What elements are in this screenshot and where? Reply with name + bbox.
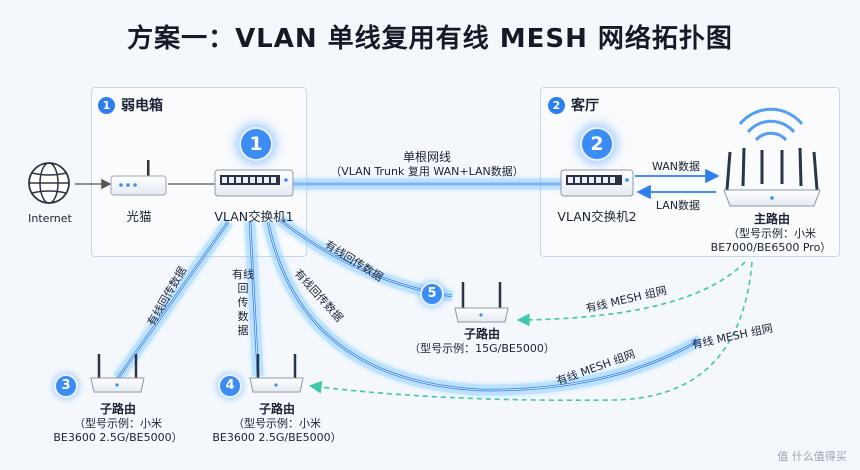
main-router-icon [723,107,821,207]
sub3-model-1: （型号示例：小米 [74,417,162,430]
sub5-model: （型号示例：15G/BE5000） [409,342,555,355]
globe-icon [28,162,70,204]
zone-title-2: 客厅 [571,98,599,114]
switch1-badge: 1 [239,127,273,161]
switch2-badge: 2 [580,127,614,161]
modem-label: 光猫 [126,209,152,224]
switch2-label: VLAN交换机2 [557,209,637,224]
main-router-model-1: （型号示例：小米 [728,227,816,240]
mesh-label-wide-2: 有线 MESH 组网 [690,321,774,352]
main-router-label: 主路由 [753,212,790,226]
sub4-label: 子路由 [258,402,295,416]
backhaul-label-sub4-line5: 据 [237,324,249,337]
switch1-label: VLAN交换机1 [214,209,294,224]
page-title: 方案一：VLAN 单线复用有线 MESH 网络拓扑图 [127,24,733,54]
vlan-switch-1-icon [214,169,294,197]
backhaul-label-sub4: 有线 回 传 数 据 [230,268,256,338]
vlan-switch-2-icon [560,169,634,197]
lan-label: LAN数据 [655,199,701,212]
mesh-dashed-links [308,261,753,402]
mesh-link-sub5 [516,261,746,327]
trunk-subtitle: （VLAN Trunk 复用 WAN+LAN数据） [330,165,524,178]
sub4-badge: 4 [218,374,242,398]
mesh-label-sub5: 有线 MESH 组网 [584,283,668,315]
sub5-badge: 5 [420,282,444,306]
trunk-title: 单根网线 [402,150,451,164]
main-router-model-2: BE7000/BE6500 Pro） [710,241,832,254]
sub-router-5-icon [454,282,509,323]
backhaul-label-sub4-line3: 传 [237,296,249,309]
zone-number-2: 2 [548,97,565,114]
wan-label: WAN数据 [651,160,701,173]
internet-label: Internet [28,212,72,225]
zone-title-1: 弱电箱 [121,98,163,114]
zone-weak-current-label: 1 弱电箱 [98,95,163,115]
modem-icon [110,160,167,196]
sub3-label: 子路由 [99,402,136,416]
zone-number-1: 1 [98,97,115,114]
backhaul-label-sub4-line1: 有线 [232,268,254,281]
sub5-label: 子路由 [463,327,500,341]
sub4-model-2: BE3600 2.5G/BE5000） [212,431,342,444]
mesh-link-sub4 [308,261,753,402]
backhaul-label-sub4-line2: 回 [237,282,249,295]
sub3-model-2: BE3600 2.5G/BE5000） [53,431,183,444]
backhaul-label-sub4-line4: 数 [237,310,249,323]
sub-router-3-icon [90,354,145,393]
sub3-badge: 3 [54,374,78,398]
sub4-model-1: （型号示例：小米 [233,417,321,430]
sub-router-4-icon [249,354,304,393]
zone-living-room-label: 2 客厅 [548,95,599,115]
watermark: 值 什么值得买 [777,450,847,463]
